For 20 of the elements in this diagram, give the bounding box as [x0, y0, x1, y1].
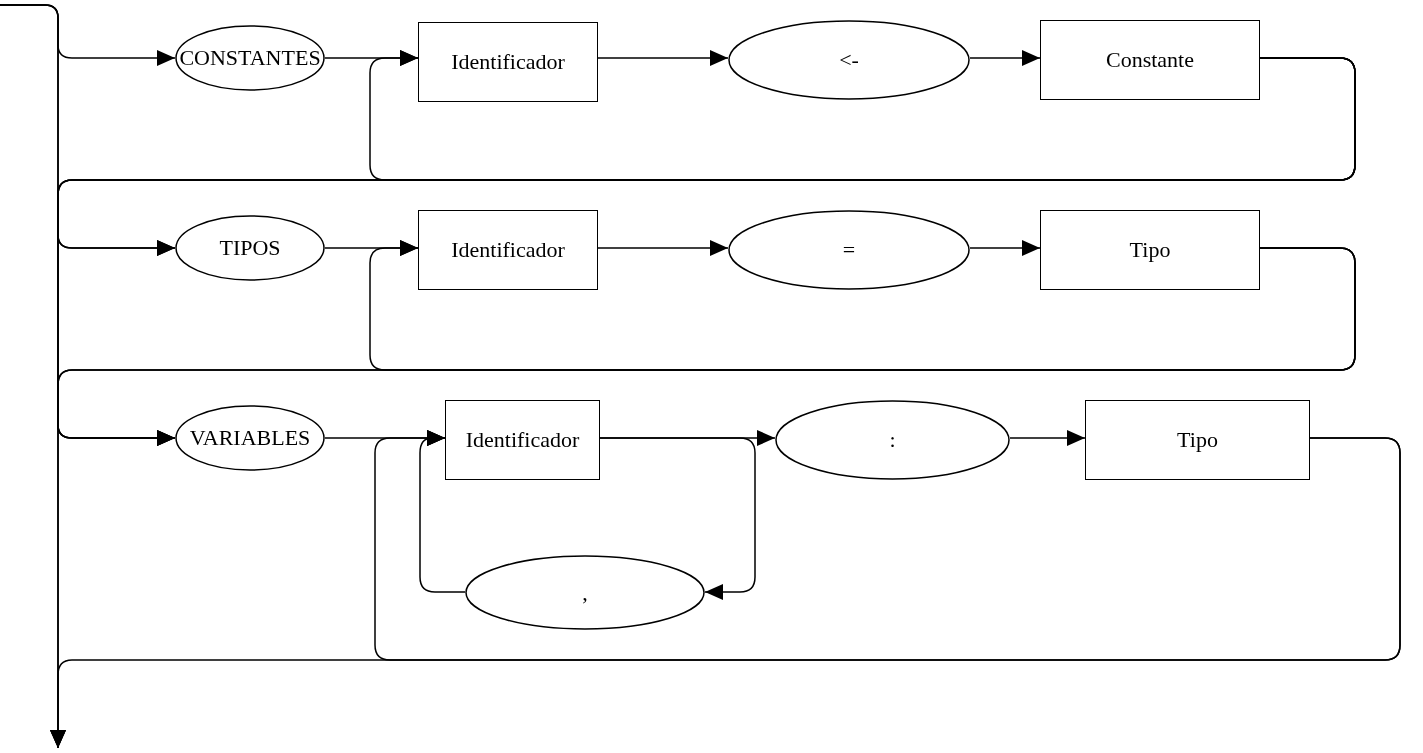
nonterminal-box: Identificador [418, 22, 598, 102]
arrow [50, 437, 1401, 749]
arrow [599, 437, 756, 600]
arrow [969, 50, 1041, 66]
nonterminal-box: Identificador [445, 400, 600, 480]
nonterminal-box: Tipo [1085, 400, 1310, 480]
terminal-ellipse: = [728, 210, 970, 290]
nonterminal-box: Tipo [1040, 210, 1260, 290]
arrow [597, 50, 729, 66]
nonterminal-box: Identificador [418, 210, 598, 290]
terminal-ellipse: , [465, 555, 705, 630]
terminal-ellipse: <- [728, 20, 970, 100]
terminal-ellipse: VARIABLES [175, 405, 325, 471]
terminal-ellipse: TIPOS [175, 215, 325, 281]
arrow [1009, 430, 1086, 446]
arrow [597, 240, 729, 256]
nonterminal-box: Constante [1040, 20, 1260, 100]
terminal-ellipse: : [775, 400, 1010, 480]
arrow [969, 240, 1041, 256]
terminal-ellipse: CONSTANTES [175, 25, 325, 91]
